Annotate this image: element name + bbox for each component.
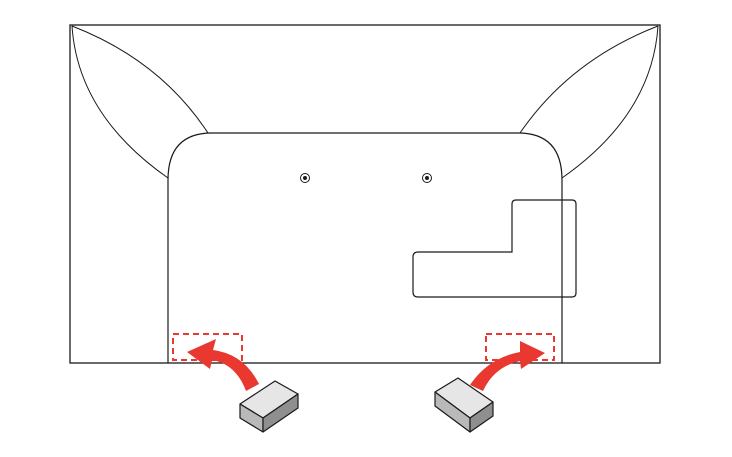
terminal-panel [412, 199, 577, 298]
back-cover-right-curve-inner [519, 25, 659, 134]
back-cover-left-curve-inner [71, 25, 209, 134]
support-block-icon [434, 377, 494, 433]
back-cover-right-curve [561, 25, 659, 179]
placement-mark-right [485, 333, 555, 361]
support-block-icon [239, 380, 299, 433]
curved-arrow-icon [470, 341, 545, 391]
tv-frame [69, 24, 661, 364]
placement-mark-left [172, 333, 243, 361]
back-cover-body [167, 132, 563, 363]
screw-hole-icon [300, 173, 310, 183]
back-cover-left-curve [71, 25, 169, 179]
screw-hole-icon [422, 173, 432, 183]
curved-arrow-icon [187, 339, 259, 391]
